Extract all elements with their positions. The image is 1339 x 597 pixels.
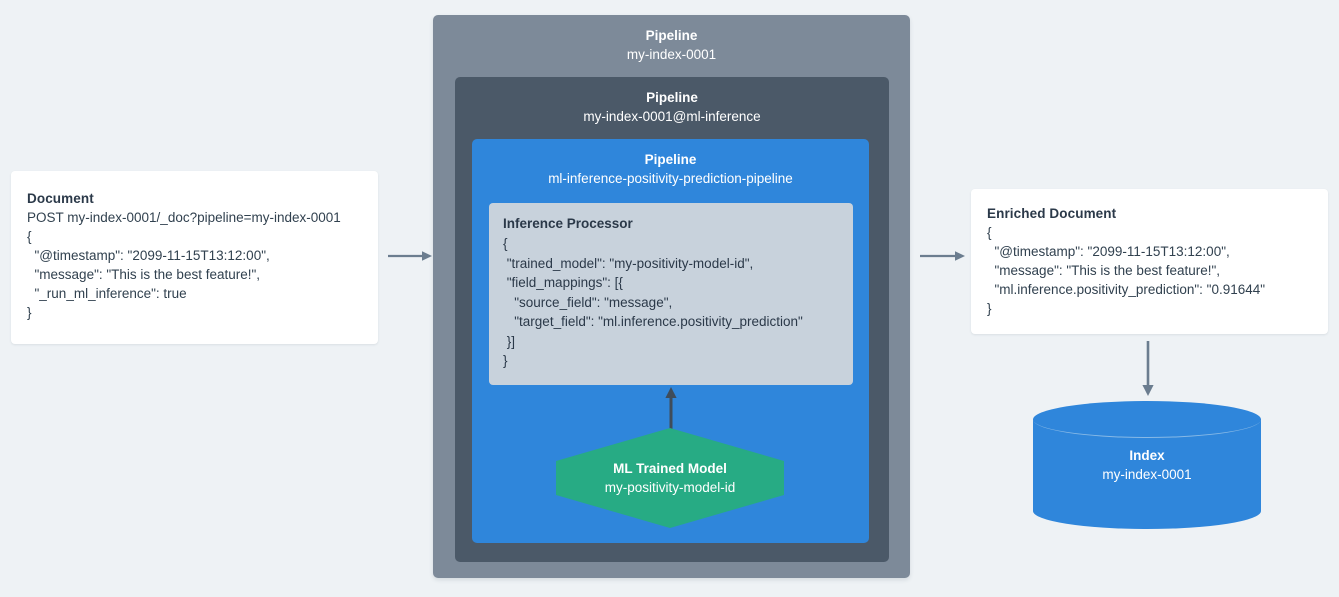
- inference-processor-line: }: [503, 353, 508, 368]
- pipeline-inner-name: ml-inference-positivity-prediction-pipel…: [548, 171, 793, 186]
- enriched-document-line: }: [987, 301, 992, 316]
- index-label: Index my-index-0001: [1033, 401, 1261, 529]
- index-cylinder[interactable]: Index my-index-0001: [1033, 401, 1261, 529]
- enriched-document-line: "message": "This is the best feature!",: [987, 263, 1221, 278]
- ml-trained-model-kind: ML Trained Model: [613, 461, 727, 476]
- ml-trained-model-name: my-positivity-model-id: [604, 480, 736, 495]
- index-name: my-index-0001: [1102, 466, 1192, 482]
- index-kind: Index: [1129, 447, 1165, 463]
- enriched-document-card: Enriched Document { "@timestamp": "2099-…: [971, 189, 1328, 334]
- source-document-title: Document: [27, 191, 94, 206]
- source-document-line: POST my-index-0001/_doc?pipeline=my-inde…: [27, 210, 341, 225]
- arrow-down-icon: [1142, 341, 1154, 396]
- inference-processor-line: "source_field": "message",: [503, 294, 673, 310]
- source-document-line: {: [27, 229, 32, 244]
- cylinder-top-ellipse: [1033, 401, 1261, 438]
- pipeline-inner-header: Pipeline ml-inference-positivity-predict…: [472, 139, 869, 189]
- enriched-document-line: "ml.inference.positivity_prediction": "0…: [987, 282, 1266, 297]
- pipeline-inner-kind: Pipeline: [644, 152, 697, 167]
- arrow-right-icon: [388, 251, 432, 261]
- enriched-document-line: {: [987, 225, 992, 240]
- source-document-line: }: [27, 305, 32, 320]
- inference-processor-line: "trained_model": "my-positivity-model-id…: [503, 255, 754, 271]
- inference-processor-line: "field_mappings": [{: [503, 275, 623, 290]
- enriched-document-title: Enriched Document: [987, 206, 1117, 221]
- source-document-line: "@timestamp": "2099-11-15T13:12:00",: [27, 248, 270, 263]
- pipeline-outer-kind: Pipeline: [645, 28, 698, 43]
- pipeline-outer-header: Pipeline my-index-0001: [433, 15, 910, 65]
- source-document-line: "_run_ml_inference": true: [27, 286, 187, 301]
- source-document-card: Document POST my-index-0001/_doc?pipelin…: [11, 171, 378, 344]
- inference-processor-panel[interactable]: Inference Processor { "trained_model": "…: [489, 203, 853, 385]
- enriched-document-line: "@timestamp": "2099-11-15T13:12:00",: [987, 244, 1230, 259]
- pipeline-middle-name: my-index-0001@ml-inference: [583, 109, 761, 124]
- inference-processor-title: Inference Processor: [503, 216, 633, 231]
- arrow-right-icon: [920, 251, 965, 261]
- inference-processor-line: "target_field": "ml.inference.positivity…: [503, 314, 803, 329]
- arrow-enriched-document-to-index: [1139, 341, 1157, 397]
- arrow-pipeline-to-enriched-document: [920, 248, 966, 264]
- pipeline-outer-name: my-index-0001: [626, 47, 717, 62]
- arrow-document-to-pipeline: [388, 248, 433, 264]
- pipeline-middle-header: Pipeline my-index-0001@ml-inference: [455, 77, 889, 127]
- source-document-line: "message": "This is the best feature!",: [27, 267, 261, 282]
- inference-processor-line: }]: [503, 333, 516, 349]
- inference-processor-line: {: [503, 236, 508, 251]
- pipeline-middle-kind: Pipeline: [646, 90, 698, 105]
